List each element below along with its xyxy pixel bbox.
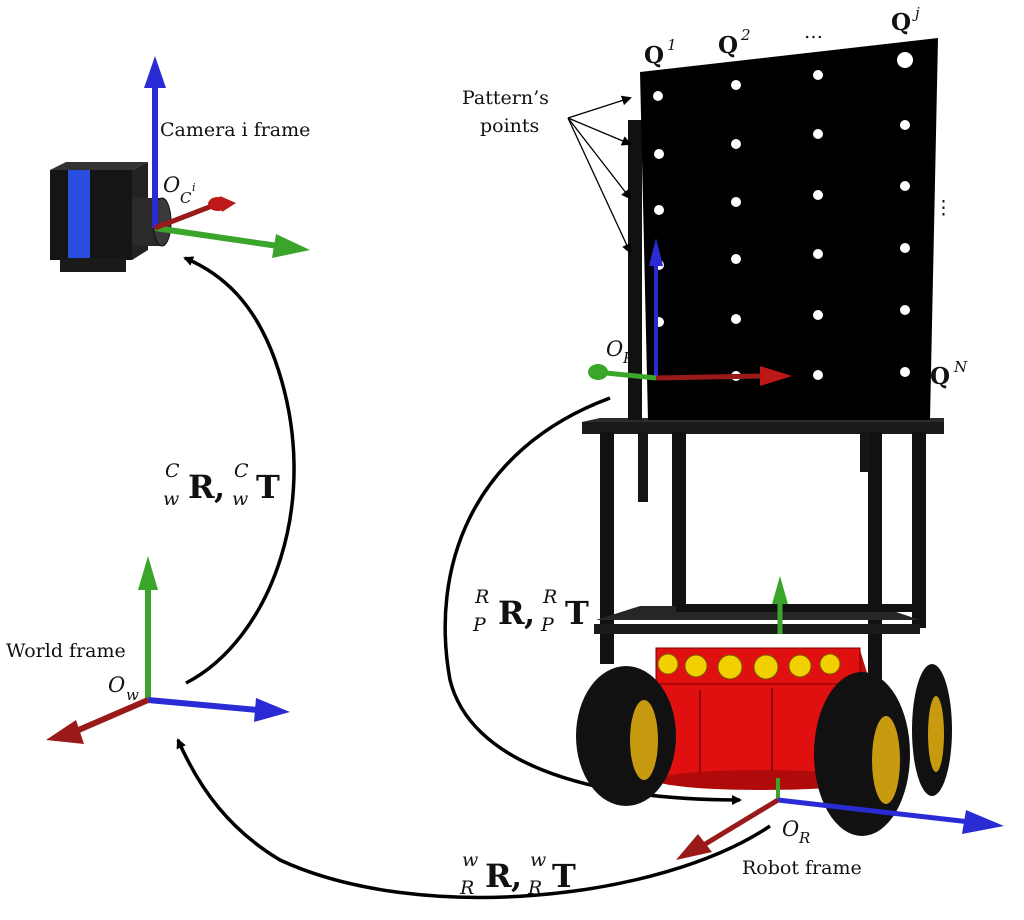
svg-text:C: C — [180, 189, 192, 207]
pattern-column-label-q2: Q 2 — [718, 26, 751, 59]
sonar-sensor — [657, 653, 679, 675]
pattern-point — [654, 149, 664, 159]
pattern-point — [654, 205, 664, 215]
svg-text:2: 2 — [740, 26, 751, 44]
pattern-point — [900, 305, 910, 315]
svg-text:P: P — [622, 349, 634, 367]
world-frame-label: World frame — [6, 640, 126, 662]
pattern-point — [731, 139, 741, 149]
camera-icon — [50, 162, 172, 272]
pattern-points-label: Pattern’s points — [462, 87, 549, 137]
robot-axes — [676, 778, 1004, 860]
svg-text:,: , — [214, 468, 225, 506]
pattern-point — [731, 80, 741, 90]
camera-frame-label: Camera i frame — [160, 119, 310, 141]
svg-text:T: T — [565, 594, 589, 632]
transform-world-to-camera-label: C w R , C w T — [163, 460, 280, 510]
transform-robot-to-world-label: w R R , w R T — [459, 849, 576, 899]
svg-text:,: , — [524, 594, 535, 632]
svg-text:P: P — [540, 614, 555, 636]
pattern-point — [731, 197, 741, 207]
pattern-point — [731, 314, 741, 324]
camera-axes — [144, 56, 310, 258]
svg-text:R: R — [798, 829, 810, 847]
pattern-axes — [588, 238, 792, 386]
svg-text:Pattern’s: Pattern’s — [462, 87, 549, 109]
left-wheel — [576, 666, 676, 806]
pattern-point — [813, 70, 823, 80]
camera-origin-label: O C i — [163, 173, 196, 207]
robot-top-axis — [772, 576, 788, 634]
svg-text:R: R — [474, 586, 489, 608]
svg-text:1: 1 — [667, 36, 677, 54]
svg-text:Q: Q — [644, 42, 664, 69]
svg-text:N: N — [953, 358, 968, 376]
svg-text:,: , — [511, 857, 522, 895]
svg-text:Q: Q — [891, 9, 911, 36]
pattern-point — [813, 129, 823, 139]
svg-text:C: C — [234, 460, 249, 482]
svg-text:R: R — [485, 857, 512, 895]
pattern-point — [900, 120, 910, 130]
svg-text:O: O — [163, 173, 180, 197]
svg-text:Q: Q — [718, 32, 738, 59]
svg-text:i: i — [192, 181, 196, 194]
pattern-point — [813, 249, 823, 259]
pattern-point — [653, 91, 663, 101]
transform-pattern-to-robot-label: R P R , R P T — [472, 586, 589, 636]
sonar-ring — [655, 647, 861, 685]
sonar-sensor — [717, 654, 743, 680]
robot-frame-label: Robot frame — [742, 857, 862, 879]
svg-text:C: C — [165, 460, 180, 482]
svg-text:O: O — [108, 673, 125, 697]
pattern-point — [900, 181, 910, 191]
world-origin-label: O w — [108, 673, 139, 704]
sonar-sensor — [753, 654, 779, 680]
pattern-row-label-qn: Q N — [930, 358, 968, 390]
pattern-board — [628, 38, 938, 420]
pattern-points-pointers — [567, 95, 632, 254]
svg-text:O: O — [606, 337, 623, 361]
svg-text:R: R — [459, 877, 474, 899]
svg-text:T: T — [552, 857, 576, 895]
right-wheel — [814, 664, 952, 836]
robot-origin-label: O R — [782, 817, 810, 847]
svg-text:P: P — [472, 614, 487, 636]
pattern-column-ellipsis: … — [804, 21, 823, 43]
sonar-sensor — [819, 653, 841, 675]
svg-text:R: R — [498, 594, 525, 632]
pattern-points — [653, 52, 913, 381]
pattern-point — [900, 367, 910, 377]
pattern-point — [813, 370, 823, 380]
arc-world-to-camera — [183, 256, 296, 685]
pattern-point — [897, 52, 913, 68]
pattern-column-label-q1: Q 1 — [644, 36, 677, 69]
pattern-row-ellipsis: ⋮ — [934, 197, 953, 219]
sonar-sensor — [684, 654, 708, 678]
svg-text:O: O — [782, 817, 799, 841]
svg-text:T: T — [256, 468, 280, 506]
arc-robot-to-world — [176, 738, 771, 900]
svg-text:w: w — [163, 488, 179, 510]
svg-text:w: w — [530, 849, 546, 871]
svg-text:w: w — [126, 686, 139, 704]
pattern-point — [900, 243, 910, 253]
pattern-point — [731, 254, 741, 264]
pattern-column-label-qj: Q j — [891, 4, 920, 36]
svg-text:R: R — [542, 586, 557, 608]
svg-text:R: R — [188, 468, 215, 506]
pattern-point — [813, 190, 823, 200]
svg-text:Q: Q — [930, 363, 950, 390]
sonar-sensor — [788, 654, 812, 678]
svg-text:w: w — [462, 849, 478, 871]
svg-text:j: j — [912, 4, 920, 22]
svg-text:R: R — [527, 877, 542, 899]
svg-text:w: w — [232, 488, 248, 510]
pattern-origin-label: O P — [606, 337, 634, 367]
pattern-point — [813, 310, 823, 320]
world-axes — [46, 556, 290, 744]
svg-text:points: points — [480, 115, 539, 137]
